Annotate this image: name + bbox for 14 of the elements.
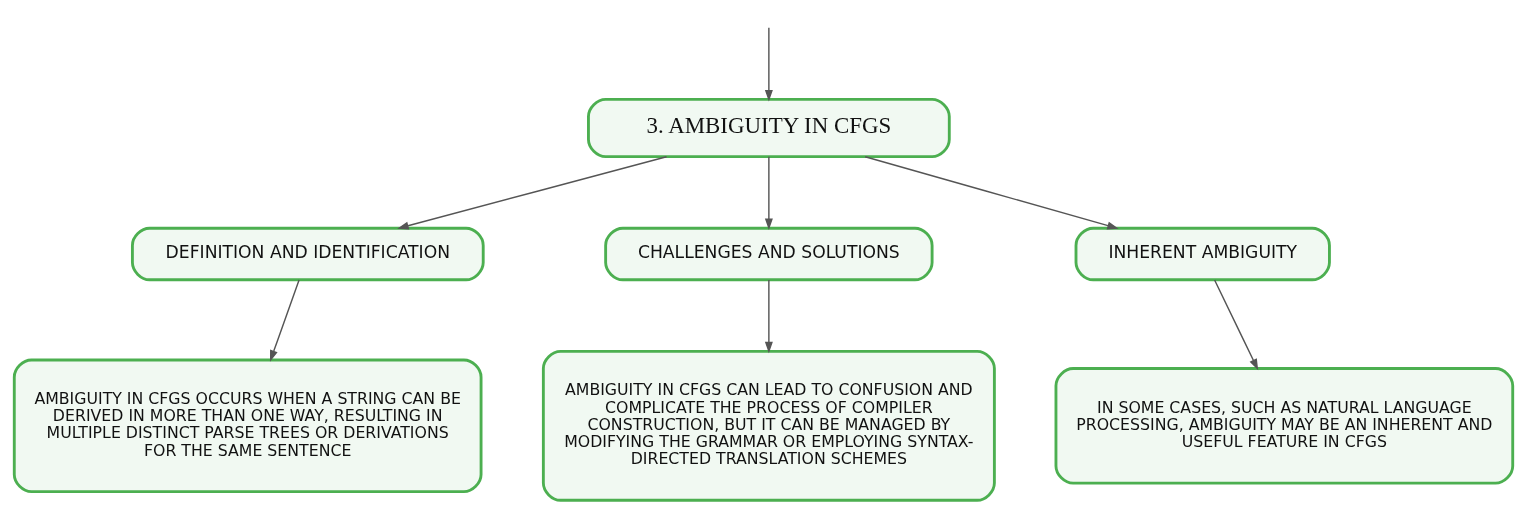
node-box: INHERENT AMBIGUITY xyxy=(1074,226,1331,281)
node-box: AMBIGUITY IN CFGS OCCURS WHEN A STRING CAN BE DERIVED IN MORE THAN ONE WAY, RESULTING IN MULTIPLE DISTINCT PARSE TREES OR DERIVATIONS FOR THE SAME SENTENCE xyxy=(12,358,483,493)
node-box: IN SOME CASES, SUCH AS NATURAL LANGUAGE PROCESSING, AMBIGUITY MAY BE AN INHERENT AND USEFUL FEATURE IN CFGS xyxy=(1054,366,1515,484)
arrow xyxy=(270,278,300,362)
arrow xyxy=(764,278,773,353)
arrow xyxy=(1213,278,1259,370)
node-box: CHALLENGES AND SOLUTIONS xyxy=(604,226,934,281)
node-box: DEFINITION AND IDENTIFICATION xyxy=(131,226,485,281)
node-box: 3. AMBIGUITY IN CFGS xyxy=(587,97,951,158)
node-box: AMBIGUITY IN CFGS CAN LEAD TO CONFUSION AND COMPLICATE THE PROCESS OF COMPILER CONSTRUCTION, BUT IT CAN BE MANAGED BY MODIFYING THE GRAMMAR OR EMPLOYING SYNTAX-DIRECTED TRANSLATION SCHEMES xyxy=(541,349,996,502)
arrow xyxy=(397,155,668,230)
arrow xyxy=(764,155,773,230)
arrow xyxy=(764,26,773,101)
arrow xyxy=(864,155,1119,229)
